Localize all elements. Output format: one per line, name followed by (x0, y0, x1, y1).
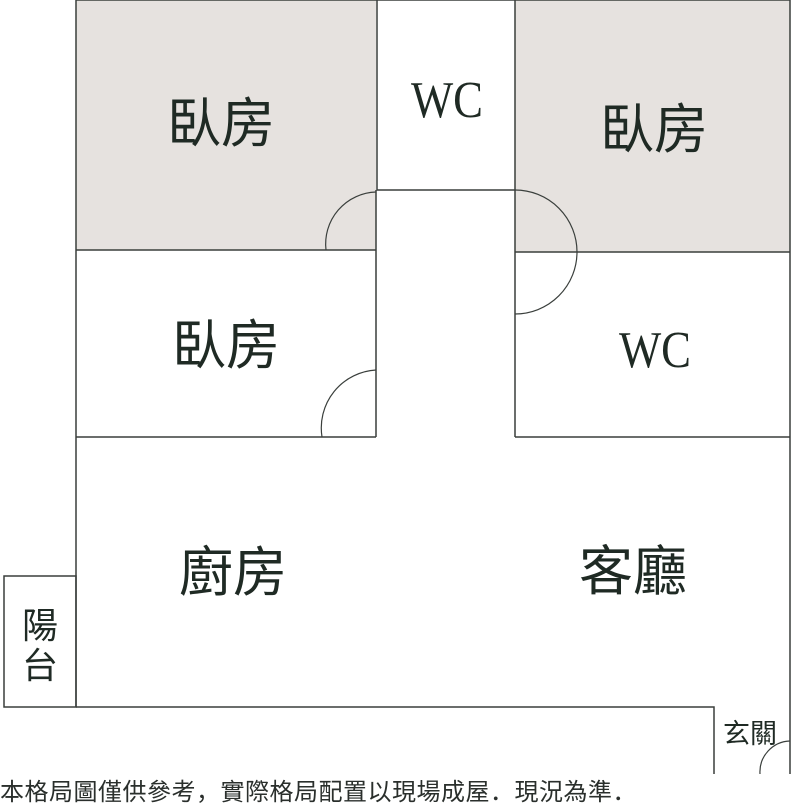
room-label-kitchen: 廚房 (179, 541, 287, 604)
room-label-living-room: 客廳 (579, 540, 687, 603)
room-label-wc-right: WC (619, 322, 691, 379)
door-wc-right (514, 189, 578, 315)
walls (3, 0, 791, 774)
room-label-bedroom-top-right: 臥房 (600, 98, 708, 161)
disclaimer-text: 本格局圖僅供參考，實際格局配置以現場成屋．現況為準． (0, 778, 637, 806)
room-label-wc-top: WC (411, 72, 483, 129)
floor-plan: 臥房 WC 臥房 臥房 WC 廚房 客廳 陽 台 玄關 (3, 0, 791, 775)
room-label-entrance: 玄關 (723, 719, 777, 750)
bedroom-top-left-area (76, 0, 376, 250)
door-bedroom-top-left (325, 191, 377, 251)
room-label-balcony-line2: 台 (22, 646, 58, 687)
room-label-bedroom-middle-left: 臥房 (172, 314, 280, 377)
door-swings (320, 189, 791, 775)
door-bedroom-middle-left (320, 369, 377, 438)
door-entrance (759, 740, 791, 775)
room-label-bedroom-top-left: 臥房 (167, 92, 275, 155)
room-label-balcony-line1: 陽 (22, 606, 58, 647)
